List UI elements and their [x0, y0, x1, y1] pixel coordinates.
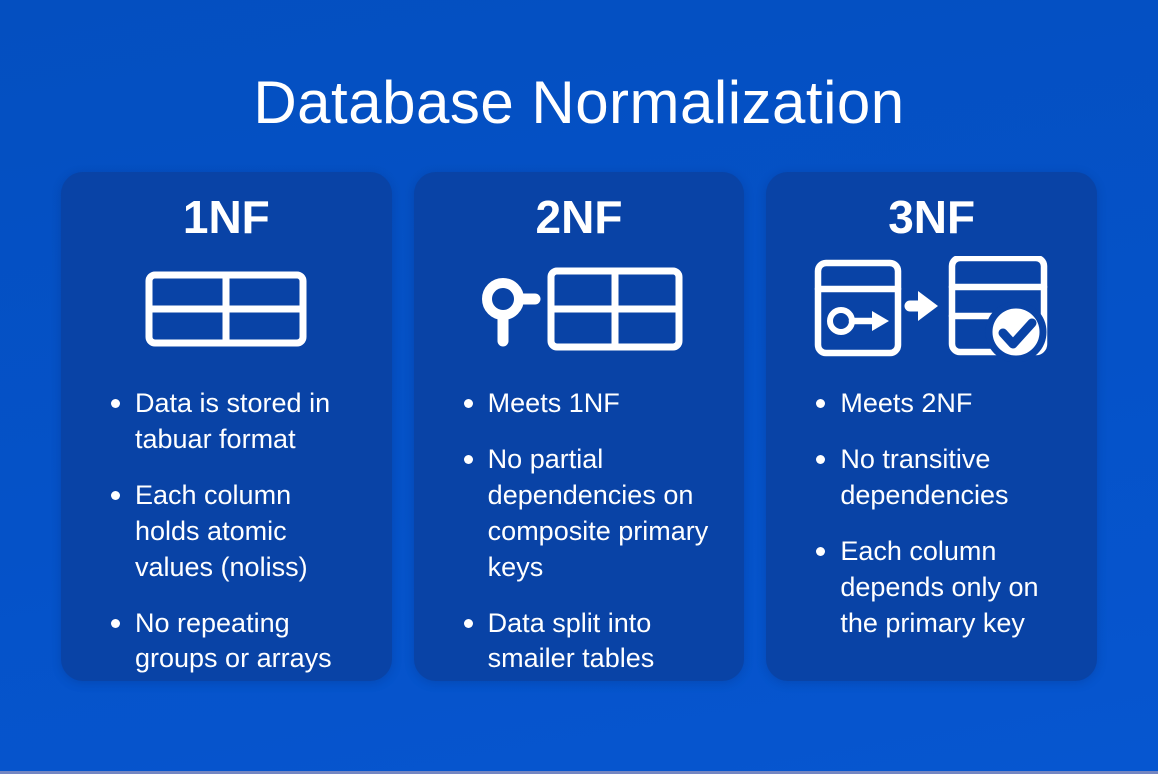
bullet-dot — [463, 399, 473, 408]
page-title: Database Normalization — [253, 69, 905, 136]
bullet-dot — [463, 454, 473, 464]
bullet-text: Meets 2NF — [840, 388, 973, 418]
cards-row: 1NF Data is stored in tabuar format Each… — [61, 172, 1098, 681]
bullet-dot — [111, 490, 120, 500]
bullet-text: Each column depends only on the primary … — [840, 535, 1039, 638]
bullet-dot — [816, 546, 826, 556]
list-item: Meets 2NF — [816, 386, 1089, 422]
card-2nf: 2NF Meets — [413, 172, 745, 681]
table-grid-icon — [547, 267, 683, 351]
list-item: Data split into smailer tables — [463, 606, 737, 678]
bullet-text: No transitive dependencies — [840, 443, 1009, 510]
card-1nf-title: 1NF — [182, 191, 270, 243]
bullet-dot — [816, 454, 826, 464]
bottom-edge-bar — [0, 771, 1158, 774]
list-item: Meets 1NF — [463, 386, 737, 422]
bullet-dot — [111, 399, 120, 408]
list-item: Each column depends only on the primary … — [816, 534, 1089, 642]
list-item: Each column holds atomic values (noliss) — [111, 478, 384, 586]
bullet-text: Data split into smailer tables — [487, 607, 655, 674]
check-badge-icon — [985, 301, 1047, 362]
bullet-text: No repeating groups or arrays — [135, 607, 332, 674]
key-and-table-icon — [482, 267, 683, 351]
list-item: No transitive dependencies — [816, 442, 1089, 514]
card-3nf-bullets: Meets 2NF No transitive dependencies Eac… — [766, 386, 1097, 641]
list-item: No partial dependencies on composite pri… — [463, 442, 737, 586]
bullet-text: Data is stored in tabuar format — [135, 388, 331, 454]
card-1nf-icon-area — [61, 246, 392, 372]
bullet-dot — [111, 618, 120, 628]
normalization-transform-icon — [814, 256, 1047, 362]
list-item: Data is stored in tabuar format — [111, 386, 384, 458]
card-3nf-title: 3NF — [888, 191, 976, 243]
card-2nf-bullets: Meets 1NF No partial dependencies on com… — [414, 386, 745, 677]
list-item: No repeating groups or arrays — [111, 606, 384, 678]
bullet-text: No partial dependencies on composite pri… — [487, 443, 709, 582]
table-with-key-icon — [814, 259, 901, 357]
card-2nf-title: 2NF — [535, 191, 623, 243]
key-icon — [482, 278, 541, 347]
table-grid-icon — [145, 271, 307, 347]
bullet-dot — [816, 399, 826, 408]
table-with-check-badge-icon — [948, 256, 1047, 362]
card-1nf-bullets: Data is stored in tabuar format Each col… — [61, 386, 392, 677]
card-2nf-icon-area — [414, 246, 745, 372]
card-1nf: 1NF Data is stored in tabuar format Each… — [61, 172, 392, 681]
card-3nf: 3NF — [766, 172, 1098, 681]
arrow-right-icon — [904, 291, 938, 321]
bullet-text: Each column holds atomic values (noliss) — [135, 479, 308, 582]
bullet-dot — [463, 618, 473, 628]
card-3nf-icon-area — [766, 246, 1097, 372]
bullet-text: Meets 1NF — [487, 388, 620, 418]
